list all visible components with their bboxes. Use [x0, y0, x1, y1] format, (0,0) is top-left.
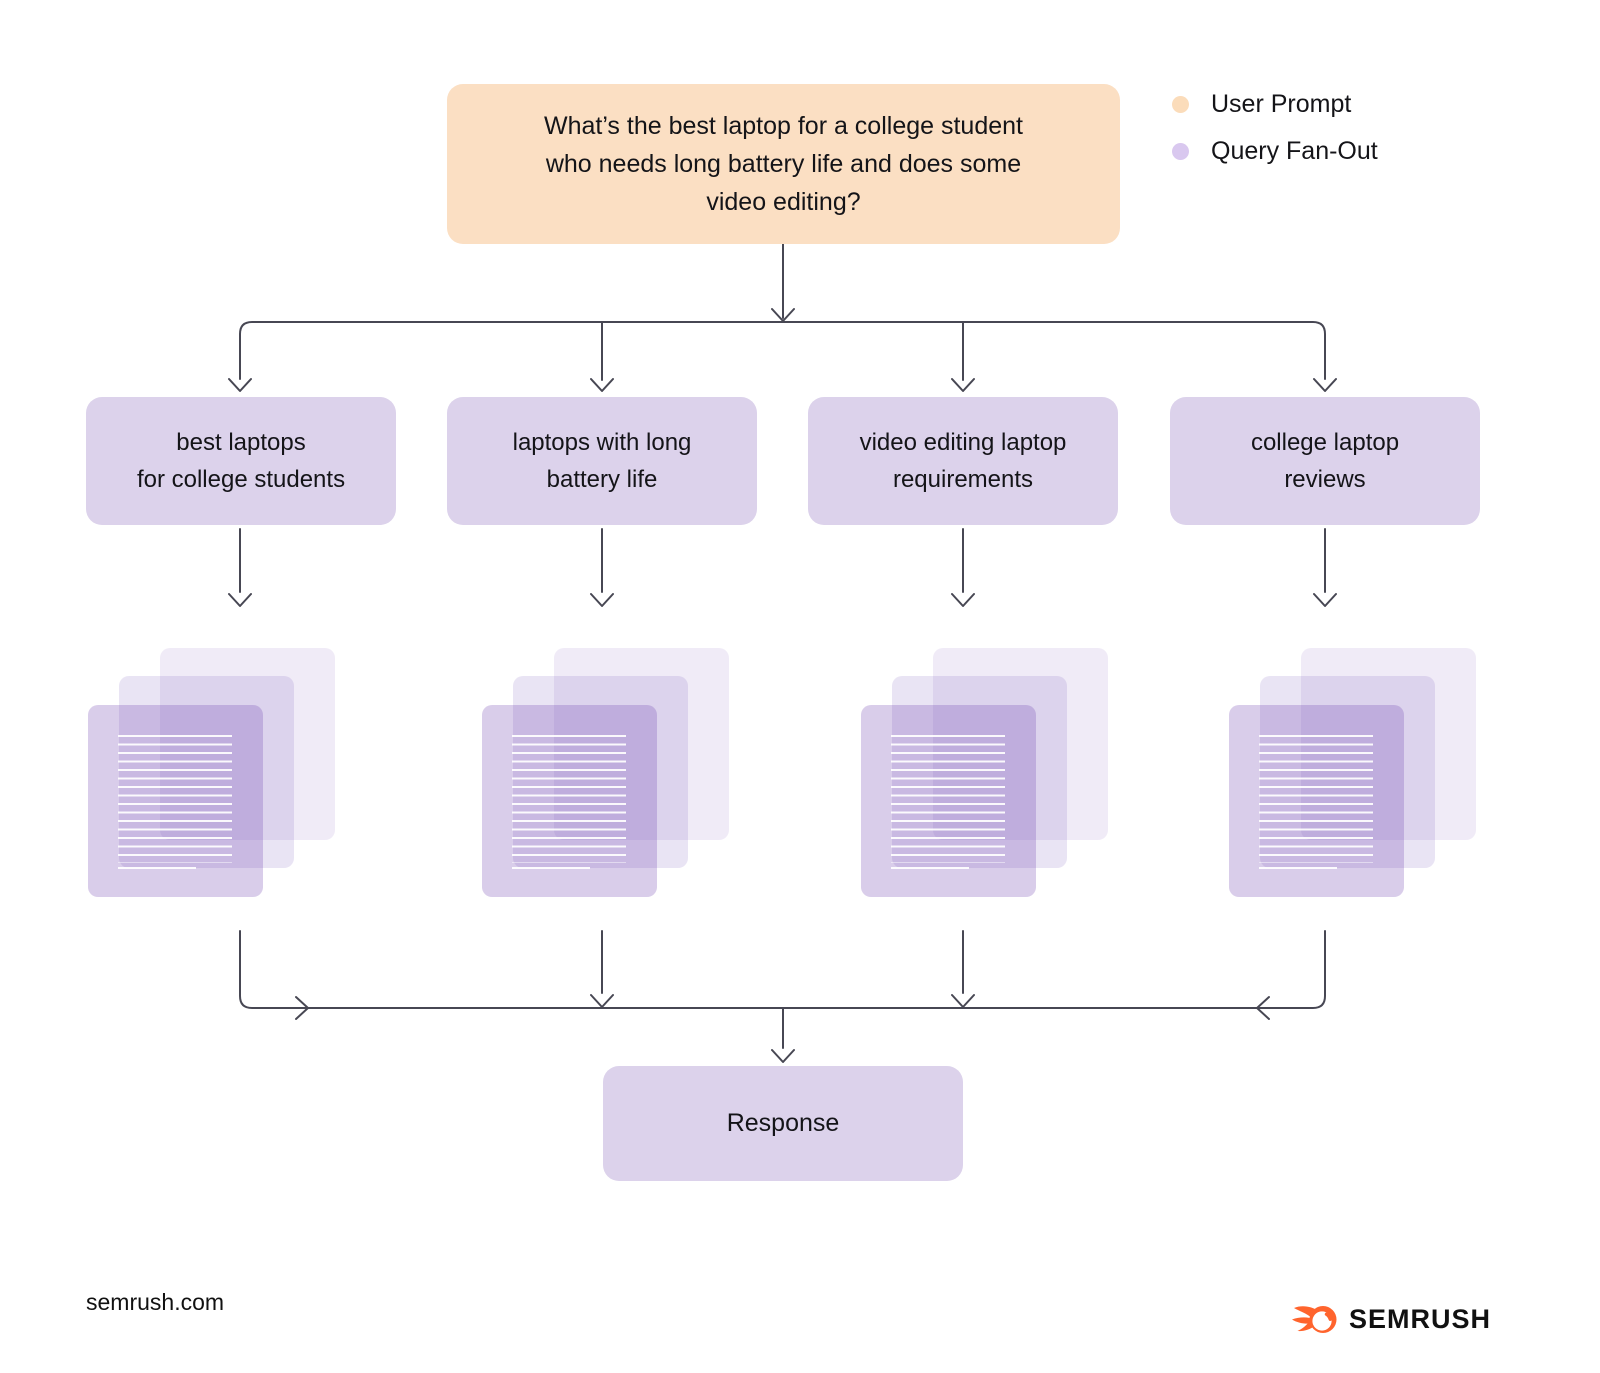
document-stack-icon	[88, 648, 335, 898]
semrush-logo: SEMRUSH	[1292, 1303, 1491, 1336]
document-last-line	[118, 867, 196, 869]
query-node-text: best laptops for college students	[136, 429, 346, 493]
connector-arrowheads	[228, 308, 1337, 1063]
query-fanout-dot-icon	[1172, 143, 1189, 160]
query-node-college-reviews: college laptop reviews	[1170, 397, 1480, 525]
legend-item-user-prompt: User Prompt	[1172, 88, 1378, 121]
document-front-card	[88, 705, 263, 897]
response-node-text: Response	[726, 1109, 840, 1137]
query-node-text: laptops with long battery life	[512, 429, 692, 493]
site-url-label: semrush.com	[86, 1289, 225, 1315]
document-text-lines	[512, 735, 626, 863]
legend-label: User Prompt	[1211, 90, 1352, 118]
user-prompt-text: What’s the best laptop for a college stu…	[543, 112, 1023, 216]
semrush-logo-icon	[1292, 1306, 1337, 1333]
document-last-line	[891, 867, 969, 869]
response-node: Response	[603, 1066, 963, 1181]
legend-item-query-fanout: Query Fan-Out	[1172, 135, 1378, 168]
query-node-text: college laptop reviews	[1250, 429, 1400, 493]
document-text-lines	[118, 735, 232, 863]
document-stack-icon	[861, 648, 1108, 898]
query-node-best-laptops: best laptops for college students	[86, 397, 396, 525]
document-last-line	[1259, 867, 1337, 869]
document-stack-icon	[1229, 648, 1476, 898]
user-prompt-node: What’s the best laptop for a college stu…	[447, 84, 1120, 244]
document-front-card	[482, 705, 657, 897]
document-front-card	[1229, 705, 1404, 897]
legend: User Prompt Query Fan-Out	[1172, 88, 1378, 182]
query-node-video-editing: video editing laptop requirements	[808, 397, 1118, 525]
document-front-card	[861, 705, 1036, 897]
connector-lines	[239, 243, 1326, 1049]
document-text-lines	[1259, 735, 1373, 863]
semrush-logo-text: SEMRUSH	[1349, 1304, 1492, 1334]
query-node-text: video editing laptop requirements	[859, 429, 1067, 493]
document-stack-icon	[482, 648, 729, 898]
document-text-lines	[891, 735, 1005, 863]
document-last-line	[512, 867, 590, 869]
legend-label: Query Fan-Out	[1211, 137, 1378, 165]
user-prompt-dot-icon	[1172, 96, 1189, 113]
query-node-battery-life: laptops with long battery life	[447, 397, 757, 525]
